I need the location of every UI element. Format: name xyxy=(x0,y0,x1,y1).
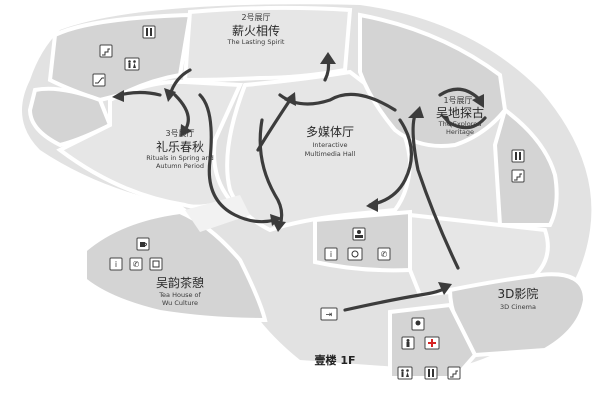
hall3-name-cn: 礼乐春秋 xyxy=(156,139,204,154)
hall3-name-en-2: Autumn Period xyxy=(156,162,204,170)
first-aid-icon xyxy=(424,336,440,350)
info-glyph-teahouse: i xyxy=(115,260,117,269)
hall1-name-en-1: The Explored xyxy=(438,120,482,128)
multimedia-label: 多媒体厅 Interactive Multimedia Hall xyxy=(305,125,356,158)
zone-teahouse xyxy=(83,209,268,323)
info-glyph: i xyxy=(330,250,332,259)
info-icon-teahouse: i xyxy=(109,257,123,271)
restroom-icon-bottom xyxy=(401,336,415,350)
baby-care-icon xyxy=(411,317,425,331)
hall2-label: 2号展厅 薪火相传 The Lasting Spirit xyxy=(227,13,285,46)
visitor-flow-arrows xyxy=(112,52,487,312)
hall2-number: 2号展厅 xyxy=(241,13,270,22)
stairs-icon-bottom xyxy=(447,366,461,380)
phone-icon: ✆ xyxy=(377,247,391,261)
floor-label: 壹楼 1F xyxy=(315,353,356,367)
elevator-icon xyxy=(142,25,156,39)
hall1-name-cn: 吴地探古 xyxy=(436,105,484,120)
teahouse-name-en-1: Tea House of xyxy=(158,291,201,299)
entrance-icon: ⇥ xyxy=(320,307,338,321)
zone-central-service xyxy=(313,209,412,273)
elevator-icon-right xyxy=(511,149,525,163)
stairs-icon xyxy=(99,44,113,58)
hall1-number: 1号展厅 xyxy=(443,96,472,105)
zone-right-service xyxy=(492,106,559,227)
teahouse-label: 吴韵茶憩 Tea House of Wu Culture xyxy=(156,275,204,307)
accessible-icon xyxy=(347,247,363,261)
teahouse-name-en-2: Wu Culture xyxy=(162,299,198,307)
zone-hall1 xyxy=(358,12,508,148)
multimedia-name-en-2: Multimedia Hall xyxy=(305,150,356,158)
hall3-name-en-1: Rituals in Spring and xyxy=(146,154,214,162)
phone-icon-teahouse: ✆ xyxy=(129,257,143,271)
hall1-name-en-2: Heritage xyxy=(446,128,474,136)
info-icon: i xyxy=(324,247,338,261)
entrance-glyph: ⇥ xyxy=(326,310,333,319)
cinema-name-en: 3D Cinema xyxy=(500,303,536,311)
multimedia-name-cn: 多媒体厅 xyxy=(306,125,354,139)
cafe-icon xyxy=(136,237,150,251)
help-desk-icon xyxy=(352,227,366,241)
escalator-icon xyxy=(92,73,106,87)
elevator-icon-bottom xyxy=(424,366,438,380)
hall2-name-en: The Lasting Spirit xyxy=(227,38,285,46)
phone-glyph: ✆ xyxy=(381,250,388,259)
zone-hall2 xyxy=(182,5,353,83)
hall2-name-cn: 薪火相传 xyxy=(232,23,280,38)
teahouse-name-cn: 吴韵茶憩 xyxy=(156,275,204,290)
phone-glyph-teahouse: ✆ xyxy=(133,260,140,269)
shop-icon xyxy=(149,257,163,271)
cinema-label: 3D影院 3D Cinema xyxy=(498,287,539,311)
hall3-label: 3号展厅 礼乐春秋 Rituals in Spring and Autumn P… xyxy=(146,129,214,170)
cinema-name-cn: 3D影院 xyxy=(498,287,539,301)
hall3-number: 3号展厅 xyxy=(165,129,194,138)
restroom-icon-bottom-2 xyxy=(397,366,413,380)
multimedia-name-en-1: Interactive xyxy=(312,141,347,149)
restroom-icon xyxy=(124,57,140,71)
walkway-stripe xyxy=(185,195,250,232)
hall1-label: 1号展厅 吴地探古 The Explored Heritage xyxy=(436,96,484,136)
stairs-icon-right xyxy=(511,169,525,183)
